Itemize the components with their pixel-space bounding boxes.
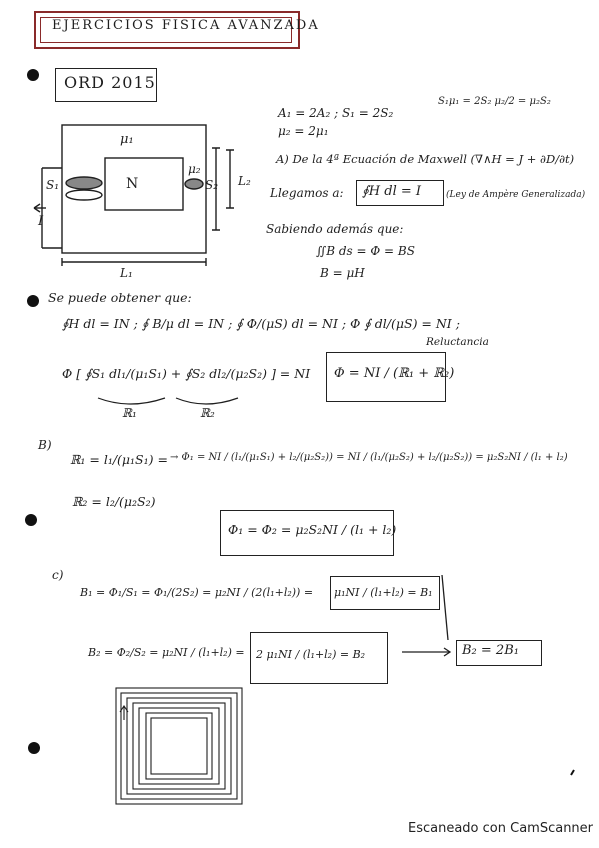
inner-window [104, 157, 184, 211]
r2-brace-label: ℝ₂ [200, 406, 215, 420]
phi-result-box [220, 510, 394, 556]
r1-equation: ℝ₁ = l₁/(μ₁S₁) = [70, 452, 168, 467]
final-arrow [402, 574, 452, 657]
stray-mark [570, 769, 575, 776]
final-result-box [456, 640, 542, 666]
b1-equation: B₁ = Φ₁/S₁ = Φ₁/(2S₂) = μ₂NI / (2(l₁+l₂)… [80, 586, 314, 599]
exam-label-box [55, 68, 157, 102]
bullet-icon [25, 514, 37, 526]
b-mu-h: B = μH [320, 266, 365, 280]
turns-label: N [126, 176, 139, 192]
relation-areas: A₁ = 2A₂ ; S₁ = 2S₂ [278, 106, 394, 120]
ampere-lead: Llegamos a: [270, 186, 344, 200]
part-b-label: B) [38, 438, 52, 452]
title-frame-inner [40, 17, 292, 43]
brace-marks [97, 397, 239, 405]
part-a-intro: A) De la 4ª Ecuación de Maxwell (∇∧H = J… [276, 152, 575, 166]
b1-result: μ₁NI / (l₁+l₂) = B₁ [334, 586, 433, 599]
ampere-equation: ∮H dl = I [362, 184, 422, 199]
magnetic-circuit-diagram [33, 124, 234, 266]
obtain-text: Se puede obtener que: [48, 290, 192, 305]
s2-label: S₂ [205, 178, 219, 192]
part-c-label: c) [52, 568, 64, 582]
derivation-line-1: ∮H dl = IN ; ∮ B/μ dl = IN ; ∮ Φ/(μS) dl… [62, 316, 460, 331]
field-lines-sketch [115, 687, 243, 805]
title-frame-outer [34, 11, 300, 49]
current-label: I [38, 214, 44, 229]
r1-brace-label: ℝ₁ [122, 406, 137, 420]
flux-result: Φ = NI / (ℝ₁ + ℝ₂) [334, 366, 455, 381]
bullet-icon [27, 69, 39, 81]
mu2-label: μ₂ [188, 162, 201, 176]
mu1-label: μ₁ [120, 132, 134, 147]
r2-equation: ℝ₂ = l₂/(μ₂S₂) [72, 494, 156, 509]
bullet-icon [27, 295, 39, 307]
knowing-text: Sabiendo además que: [266, 222, 404, 236]
derivation-line-2: Φ [ ∮S₁ dl₁/(μ₁S₁) + ∮S₂ dl₂/(μ₂S₂) ] = … [62, 366, 311, 381]
phi-result: Φ₁ = Φ₂ = μ₂S₂NI / (l₁ + l₂) [228, 522, 397, 537]
final-result: B₂ = 2B₁ [462, 643, 519, 658]
exam-label: ORD 2015 [64, 73, 156, 92]
ampere-note: (Ley de Ampère Generalizada) [446, 190, 586, 200]
ampere-box [356, 180, 444, 206]
phi1-chain: → Φ₁ = NI / (l₁/(μ₁S₁) + l₂/(μ₂S₂)) = NI… [170, 452, 568, 463]
outer-core [61, 124, 207, 254]
l2-label: L₂ [238, 174, 251, 188]
flux-definition: ∬B ds = Φ = BS [316, 244, 415, 258]
s1-label: S₁ [46, 178, 60, 192]
b1-result-box [330, 576, 440, 610]
flux-result-box [326, 352, 446, 402]
b2-result: 2 μ₁NI / (l₁+l₂) = B₂ [256, 648, 366, 661]
l1-label: L₁ [120, 266, 133, 280]
scanner-watermark: Escaneado con CamScanner [408, 821, 594, 836]
bullet-icon [28, 742, 40, 754]
b2-equation: B₂ = Φ₂/S₂ = μ₂NI / (l₁+l₂) = [88, 646, 245, 659]
reluctance-label: Reluctancia [426, 336, 489, 348]
b2-result-box [250, 632, 388, 684]
relation-product: S₁μ₁ = 2S₂ μ₂/2 = μ₂S₂ [438, 96, 551, 107]
page-title: EJERCICIOS FISICA AVANZADA [52, 18, 320, 33]
relation-permeability: μ₂ = 2μ₁ [278, 124, 329, 138]
